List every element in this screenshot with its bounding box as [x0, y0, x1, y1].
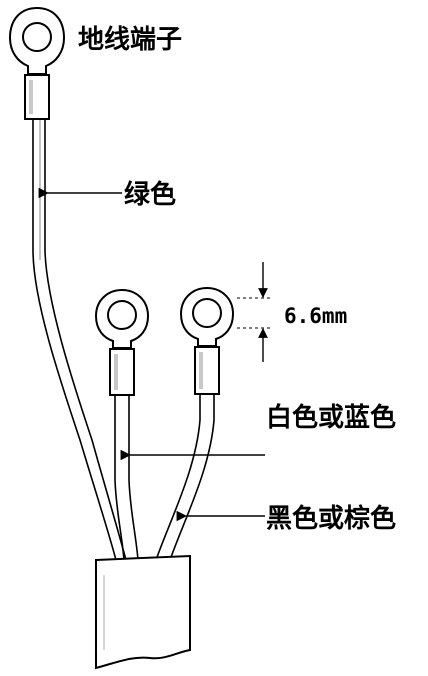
left-ring-terminal: [94, 288, 150, 396]
dimension-marker: [237, 262, 272, 362]
cable-sheath: [95, 554, 191, 670]
right-ring-terminal: [179, 286, 235, 395]
leader-lines: [38, 187, 265, 522]
white-blue-wire: [114, 395, 139, 561]
label-dimension: 6.6mm: [284, 304, 347, 328]
label-black-or-brown: 黑色或棕色: [266, 503, 396, 534]
label-ground-terminal: 地线端子: [78, 25, 182, 55]
black-brown-wire: [155, 394, 215, 561]
label-green: 绿色: [124, 179, 176, 210]
label-white-or-blue: 白色或蓝色: [266, 402, 396, 433]
ground-ring-terminal: [8, 6, 66, 120]
